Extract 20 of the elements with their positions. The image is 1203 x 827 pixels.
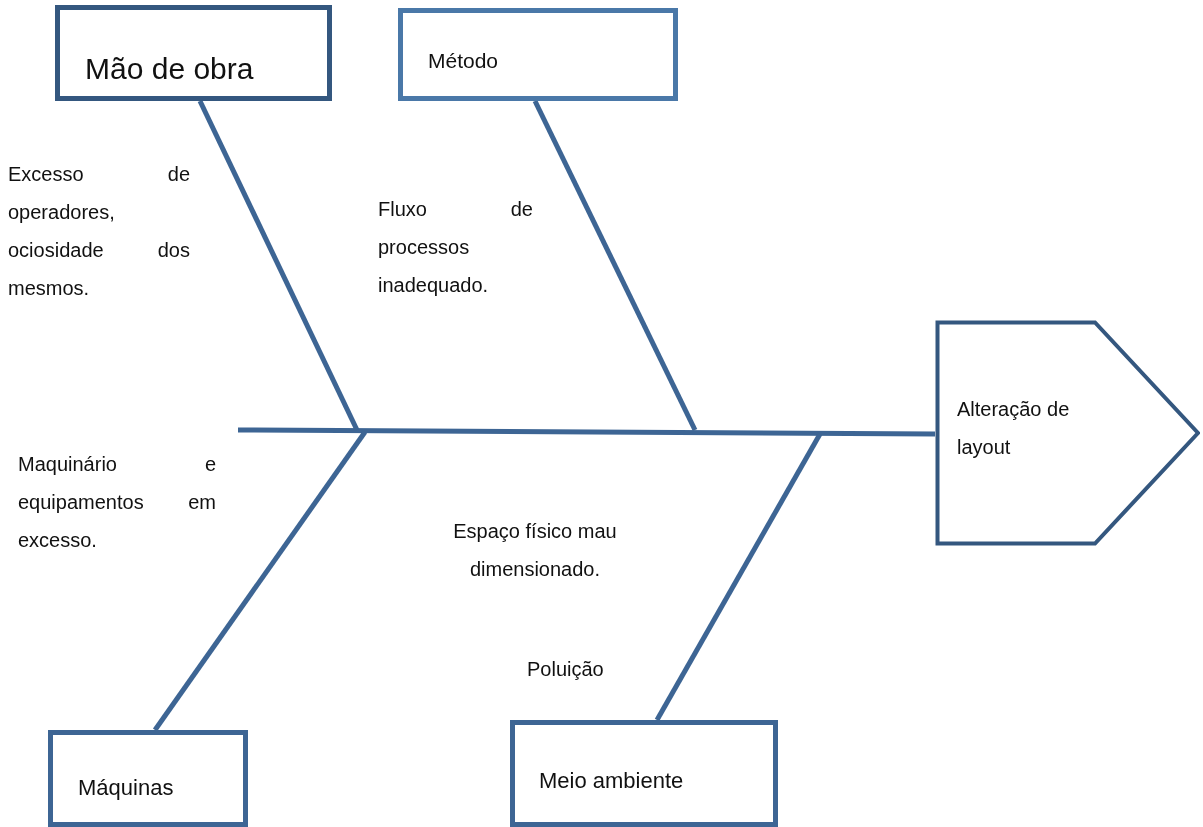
cause-text: Espaço físico mau dimensionado.	[452, 519, 618, 582]
cause-text: Fluxo de processos inadequado.	[378, 197, 533, 298]
effect-pentagon	[935, 320, 1200, 546]
category-label: Máquinas	[78, 774, 175, 802]
effect-label: Alteração de layout	[957, 397, 1071, 460]
category-box	[48, 730, 248, 827]
category-label: Meio ambiente	[539, 767, 685, 795]
bone-line	[152, 430, 368, 732]
bone-line	[654, 432, 823, 722]
cause-text: Excesso de operadores, ociosidade dos mesmos.	[8, 162, 190, 301]
cause-text: Poluição	[527, 657, 605, 682]
category-box	[55, 5, 332, 101]
category-box	[510, 720, 778, 827]
bone-line	[532, 99, 698, 432]
category-label: Método	[428, 48, 500, 74]
category-label: Mão de obra	[85, 51, 255, 87]
cause-text: Maquinário e equipamentos em excesso.	[18, 452, 216, 553]
category-box	[398, 8, 678, 101]
bone-line	[197, 99, 360, 432]
spine-line	[238, 427, 935, 437]
